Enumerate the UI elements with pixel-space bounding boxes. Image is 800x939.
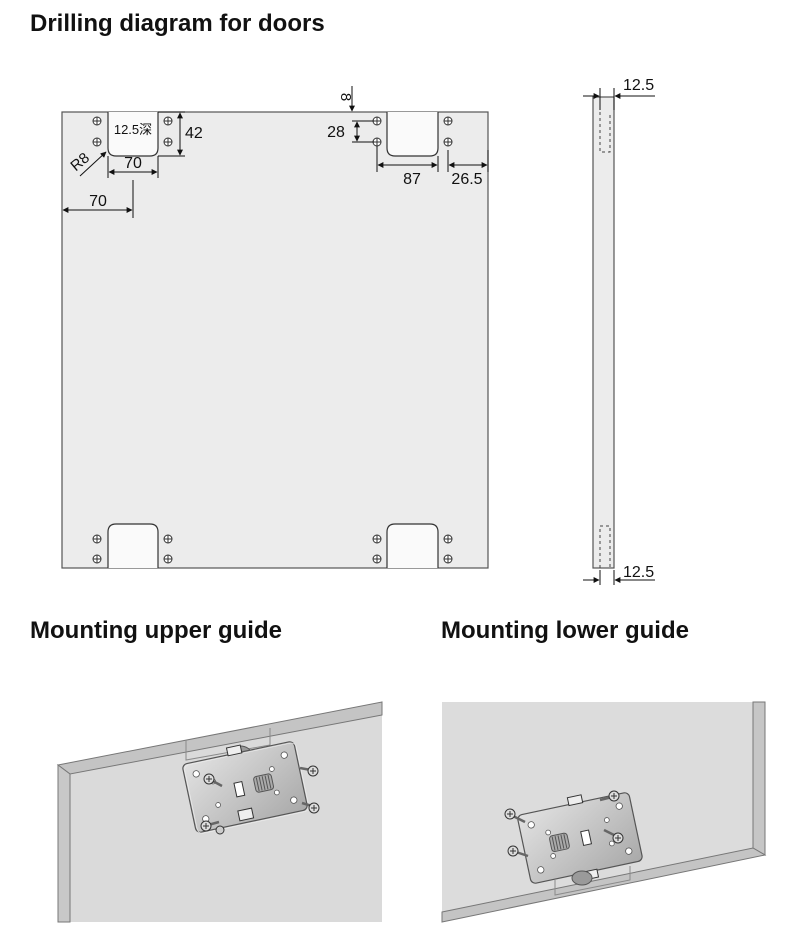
dim-edge-offset-label: 70 (89, 193, 107, 210)
pocket-top-right (386, 112, 439, 157)
screw (507, 845, 529, 858)
door-panel (61, 111, 489, 569)
screw (299, 765, 319, 777)
screw (215, 825, 225, 835)
screw (603, 828, 624, 844)
dim-hole-spacing-label: 28 (327, 124, 345, 141)
pocket-bottom-left (107, 523, 159, 568)
screw-hole (372, 116, 382, 126)
pocket-top-left (107, 112, 159, 157)
dim-top-offset-label: 8 (337, 93, 354, 101)
screw (301, 801, 320, 814)
lower-guide-wheel (571, 870, 593, 886)
upper-board-left-edge (57, 764, 71, 923)
radius-leader (79, 151, 107, 177)
screw-hole (443, 534, 453, 544)
door-side-view: 12.5 12.5 (583, 77, 655, 585)
dim-side-top (583, 88, 655, 110)
dim-side-top-label: 12.5 (623, 77, 654, 94)
drilling-diagram-title: Drilling diagram for doors (30, 10, 325, 37)
screw-hole (443, 137, 453, 147)
dim-edge-offset (62, 180, 134, 218)
screw (200, 820, 220, 832)
dim-pocket-height-label: 42 (185, 125, 203, 142)
screw-hole (92, 116, 102, 126)
dim-edge-right (447, 150, 489, 172)
door-side-panel (592, 96, 615, 569)
screw-hole (163, 534, 173, 544)
dim-pocket-width-label: 70 (124, 155, 142, 172)
lower-screws (504, 790, 624, 858)
dim-side-bottom-label: 12.5 (623, 564, 654, 581)
dim-pocket-height (158, 111, 185, 157)
dim-side-bottom (583, 570, 655, 585)
depth-label: 12.5深 (114, 122, 152, 137)
screw-hole (163, 137, 173, 147)
screw-hole (443, 554, 453, 564)
screw (599, 790, 620, 802)
dim-pocket-width (107, 156, 159, 178)
lower-board-right-edge (752, 701, 766, 856)
upper-guide-illustration (56, 701, 383, 923)
screw-hole (163, 116, 173, 126)
upper-guide-plate (182, 741, 310, 834)
screw-hole (92, 554, 102, 564)
door-front-view: 12.5深 42 70 R8 70 8 (61, 86, 489, 569)
lower-pocket-outline (554, 866, 631, 896)
upper-guide-title: Mounting upper guide (30, 617, 282, 644)
pocket-bottom-right (386, 523, 439, 568)
lower-guide-illustration (441, 701, 767, 923)
screw-hole (92, 534, 102, 544)
screw (203, 773, 223, 788)
dim-edge-right-label: 26.5 (451, 171, 482, 188)
screw-holes (92, 116, 453, 564)
hidden-pocket-top (599, 112, 611, 153)
screw-hole (92, 137, 102, 147)
screw-hole (163, 554, 173, 564)
dim-pocket-left-right-label: 87 (403, 171, 421, 188)
upper-screws (200, 765, 320, 835)
dim-hole-spacing (352, 120, 374, 143)
screw-hole (372, 534, 382, 544)
screw-hole (372, 554, 382, 564)
screw-hole (443, 116, 453, 126)
screw (504, 808, 526, 824)
screw-hole (372, 137, 382, 147)
dim-pocket-left-right (376, 146, 439, 172)
hidden-pocket-bottom (599, 525, 611, 568)
lower-guide-title: Mounting lower guide (441, 617, 689, 644)
